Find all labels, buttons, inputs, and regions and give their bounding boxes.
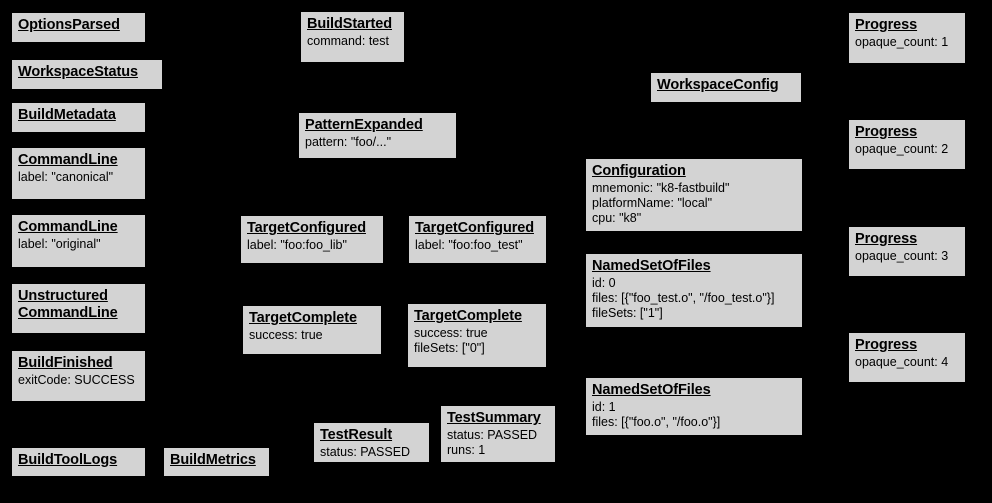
event-node-properties: exitCode: SUCCESS	[18, 373, 140, 388]
event-node-title: TargetComplete	[414, 308, 522, 324]
event-node-title: Unstructured CommandLine	[18, 288, 118, 321]
event-node-property: label: "original"	[18, 237, 101, 251]
event-node-property: cpu: "k8"	[592, 211, 642, 225]
event-node-properties: success: true	[249, 328, 376, 343]
event-node-property: label: "canonical"	[18, 170, 114, 184]
event-node-title: TestResult	[320, 427, 393, 443]
event-node-properties: opaque_count: 1	[855, 35, 960, 50]
event-node-target-configured-lib[interactable]: TargetConfigured label: "foo:foo_lib"	[240, 215, 384, 264]
event-node-property: opaque_count: 3	[855, 249, 949, 263]
event-node-title: Progress	[855, 17, 918, 33]
event-node-build-finished[interactable]: BuildFinished exitCode: SUCCESS	[11, 350, 146, 402]
event-node-property: id: 0	[592, 276, 616, 290]
event-node-options-parsed[interactable]: OptionsParsed	[11, 12, 146, 43]
event-node-properties: label: "canonical"	[18, 170, 140, 185]
event-node-property: opaque_count: 1	[855, 35, 949, 49]
event-node-build-metadata[interactable]: BuildMetadata	[11, 102, 146, 133]
event-node-title: PatternExpanded	[305, 117, 423, 133]
event-node-property: success: true	[414, 326, 488, 340]
event-node-progress-3[interactable]: Progress opaque_count: 3	[848, 226, 966, 277]
event-node-progress-4[interactable]: Progress opaque_count: 4	[848, 332, 966, 383]
event-node-title: TargetComplete	[249, 310, 357, 326]
event-node-property: platformName: "local"	[592, 196, 713, 210]
event-node-test-result[interactable]: TestResult status: PASSED	[313, 422, 430, 463]
event-node-property: runs: 1	[447, 443, 486, 457]
event-node-title: BuildMetadata	[18, 107, 116, 123]
event-node-build-tool-logs[interactable]: BuildToolLogs	[11, 447, 146, 477]
event-node-progress-1[interactable]: Progress opaque_count: 1	[848, 12, 966, 64]
event-node-pattern-expanded[interactable]: PatternExpanded pattern: "foo/..."	[298, 112, 457, 159]
event-node-property: status: PASSED	[447, 428, 538, 442]
event-node-title: NamedSetOfFiles	[592, 382, 711, 398]
event-node-properties: label: "foo:foo_lib"	[247, 238, 378, 253]
event-node-properties: mnemonic: "k8-fastbuild"platformName: "l…	[592, 181, 797, 226]
event-node-title: OptionsParsed	[18, 17, 120, 33]
event-node-title: BuildToolLogs	[18, 452, 118, 468]
event-node-title: Progress	[855, 337, 918, 353]
event-node-property: label: "foo:foo_lib"	[247, 238, 347, 252]
event-node-configuration[interactable]: Configuration mnemonic: "k8-fastbuild"pla…	[585, 158, 803, 232]
event-node-title: Configuration	[592, 163, 686, 179]
event-node-property: label: "foo:foo_test"	[415, 238, 523, 252]
event-node-title: TestSummary	[447, 410, 541, 426]
event-node-properties: pattern: "foo/..."	[305, 135, 451, 150]
event-node-title: NamedSetOfFiles	[592, 258, 711, 274]
event-node-title: Progress	[855, 231, 918, 247]
event-node-target-complete-lib[interactable]: TargetComplete success: true	[242, 305, 382, 355]
event-node-property: fileSets: ["0"]	[414, 341, 485, 355]
event-node-properties: opaque_count: 3	[855, 249, 960, 264]
event-node-title: CommandLine	[18, 152, 118, 168]
event-node-properties: label: "original"	[18, 237, 140, 252]
event-node-properties: opaque_count: 4	[855, 355, 960, 370]
event-node-property: id: 1	[592, 400, 616, 414]
event-node-properties: label: "foo:foo_test"	[415, 238, 541, 253]
event-node-title: WorkspaceStatus	[18, 64, 138, 80]
event-node-workspace-config[interactable]: WorkspaceConfig	[650, 72, 802, 103]
event-node-property: status: PASSED	[320, 445, 411, 459]
event-node-title: BuildMetrics	[170, 452, 256, 468]
event-node-title: BuildStarted	[307, 16, 393, 32]
event-node-property: opaque_count: 2	[855, 142, 949, 156]
event-node-property: exitCode: SUCCESS	[18, 373, 135, 387]
event-node-command-line-original[interactable]: CommandLine label: "original"	[11, 214, 146, 268]
event-node-title: CommandLine	[18, 219, 118, 235]
event-node-unstructured-command-line[interactable]: Unstructured CommandLine	[11, 283, 146, 334]
event-node-workspace-status[interactable]: WorkspaceStatus	[11, 59, 163, 90]
event-node-progress-2[interactable]: Progress opaque_count: 2	[848, 119, 966, 170]
event-node-title: TargetConfigured	[415, 220, 534, 236]
event-node-build-metrics[interactable]: BuildMetrics	[163, 447, 270, 477]
event-node-title: Progress	[855, 124, 918, 140]
event-node-property: mnemonic: "k8-fastbuild"	[592, 181, 730, 195]
event-node-command-line-canonical[interactable]: CommandLine label: "canonical"	[11, 147, 146, 200]
event-node-title: BuildFinished	[18, 355, 113, 371]
event-node-property: files: [{"foo.o", "/foo.o"}]	[592, 415, 721, 429]
event-node-property: fileSets: ["1"]	[592, 306, 663, 320]
event-node-target-configured-test[interactable]: TargetConfigured label: "foo:foo_test"	[408, 215, 547, 264]
event-node-title: WorkspaceConfig	[657, 77, 779, 93]
event-node-properties: opaque_count: 2	[855, 142, 960, 157]
event-node-title: TargetConfigured	[247, 220, 366, 236]
event-node-properties: command: test	[307, 34, 399, 49]
event-node-property: success: true	[249, 328, 323, 342]
event-node-properties: status: PASSED	[320, 445, 424, 460]
event-node-property: opaque_count: 4	[855, 355, 949, 369]
event-node-property: command: test	[307, 34, 389, 48]
event-node-build-started[interactable]: BuildStarted command: test	[300, 11, 405, 63]
event-node-property: pattern: "foo/..."	[305, 135, 392, 149]
event-node-property: files: [{"foo_test.o", "/foo_test.o"}]	[592, 291, 775, 305]
